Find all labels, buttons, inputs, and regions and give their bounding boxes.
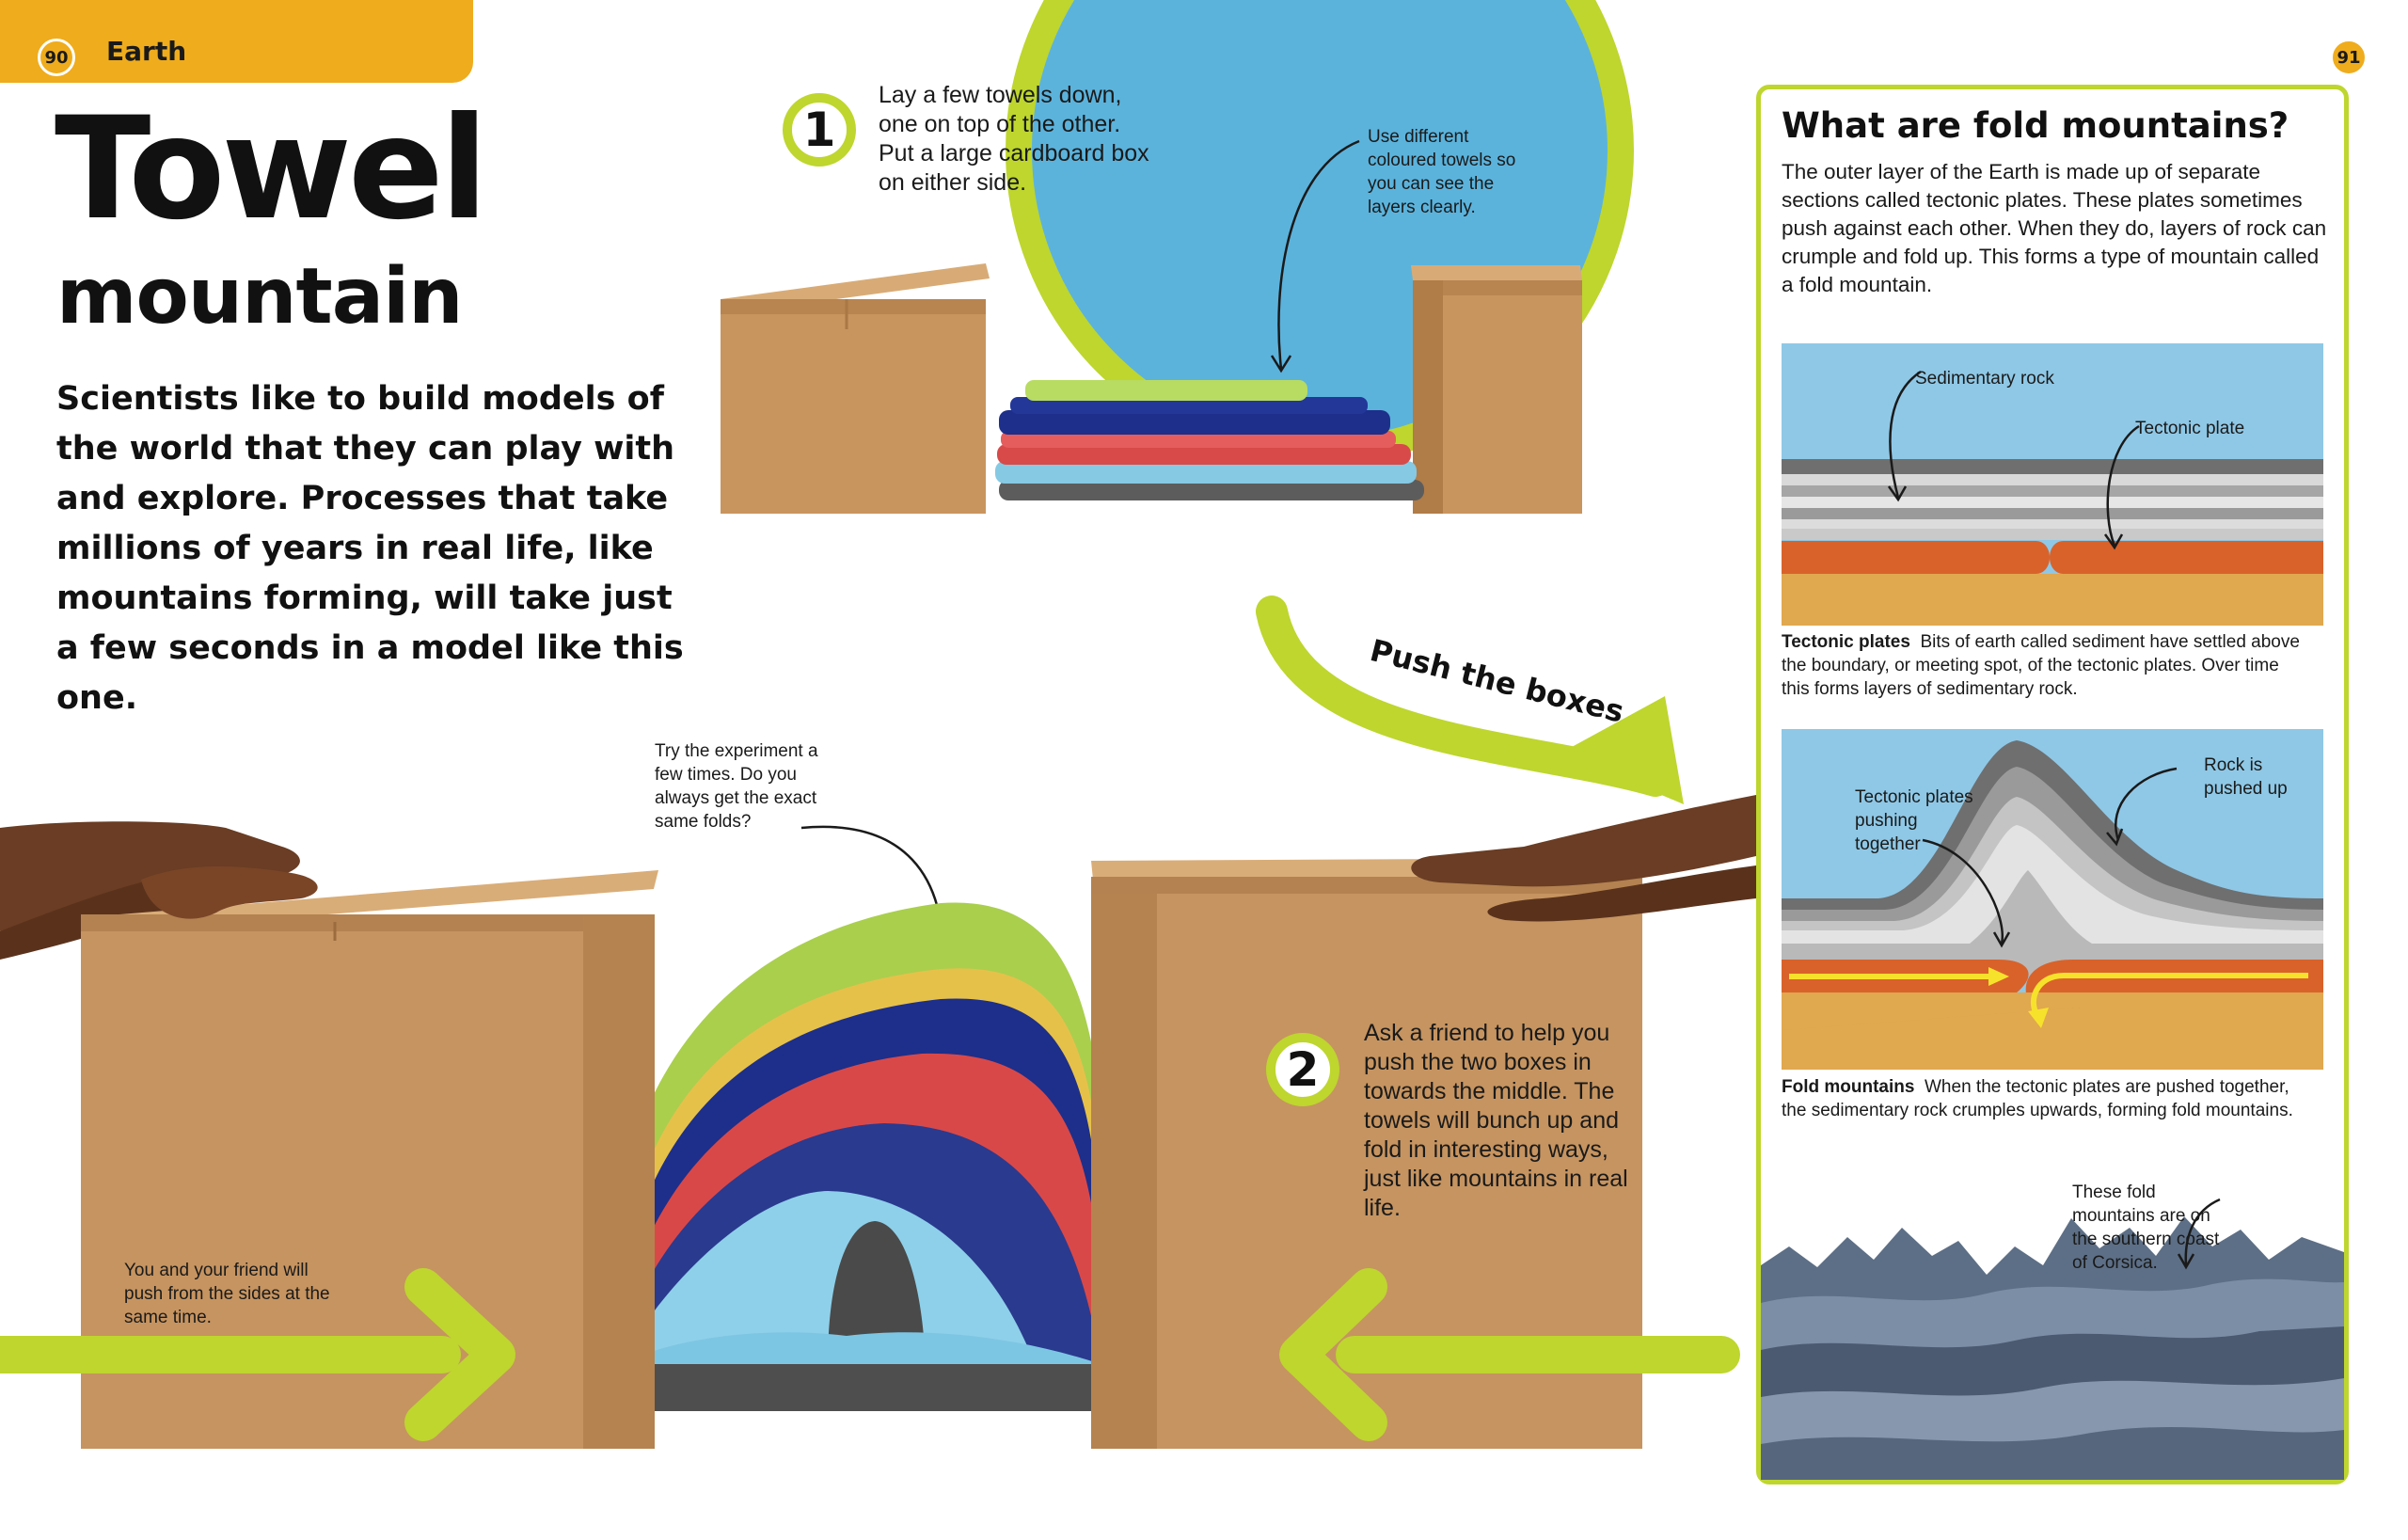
- panel-body: The outer layer of the Earth is made up …: [1782, 160, 2327, 296]
- page-number-left: 90: [38, 39, 75, 76]
- corsica-rock-photo: [1761, 1162, 2344, 1480]
- caption-tectonic-plates: Tectonic plates Bits of earth called sed…: [1782, 630, 2308, 701]
- step1-number: 1: [783, 93, 856, 167]
- step2-number: 2: [1266, 1033, 1339, 1106]
- towel-stack-flat: [995, 380, 1424, 500]
- arrow-right-icon: [0, 1268, 515, 1441]
- arrow-left-icon: [1279, 1268, 1740, 1441]
- page-title-line2: mountain: [56, 252, 464, 341]
- section-label: Earth: [106, 36, 187, 67]
- caption-tectonic-plates-text: Bits of earth called sediment have settl…: [1782, 632, 2300, 699]
- label-tectonic-plate: Tectonic plate: [2135, 419, 2245, 438]
- caption-fold-mountains-title: Fold mountains: [1782, 1077, 1915, 1097]
- caption-fold-mountains: Fold mountains When the tectonic plates …: [1782, 1075, 2308, 1122]
- experiment-note: Try the experiment a few times. Do you a…: [655, 741, 818, 832]
- box-right-small: [1411, 265, 1582, 514]
- step2-text: Ask a friend to help you push the two bo…: [1364, 1020, 1628, 1221]
- label-plates-pushing: Tectonic plates pushing together: [1855, 787, 1973, 854]
- caption-tectonic-plates-title: Tectonic plates: [1782, 632, 1910, 652]
- sides-note: You and your friend will push from the s…: [124, 1261, 330, 1327]
- step1-text: Lay a few towels down, one on top of the…: [879, 82, 1149, 196]
- label-rock-pushed-up: Rock is pushed up: [2204, 755, 2288, 799]
- fold-mountains-panel: [1756, 85, 2349, 1484]
- corsica-note: These fold mountains are on the southern…: [2072, 1183, 2220, 1273]
- diagram-fold-mountains: [1782, 729, 2323, 1070]
- section-tab: [0, 0, 473, 83]
- step1-note: Use different coloured towels so you can…: [1368, 127, 1516, 217]
- panel-title: What are fold mountains?: [1782, 105, 2289, 146]
- towel-mountain: [593, 902, 1119, 1411]
- diagram-tectonic-plates: [1782, 343, 2323, 626]
- label-sedimentary-rock: Sedimentary rock: [1915, 369, 2054, 389]
- box-left-small: [721, 263, 990, 514]
- intro-paragraph: Scientists like to build models of the w…: [56, 380, 684, 717]
- page-number-right: 91: [2330, 39, 2368, 76]
- box-left-large: [81, 870, 658, 1449]
- page-title-line1: Towel: [55, 87, 488, 251]
- caption-fold-mountains-text: When the tectonic plates are pushed toge…: [1782, 1077, 2293, 1120]
